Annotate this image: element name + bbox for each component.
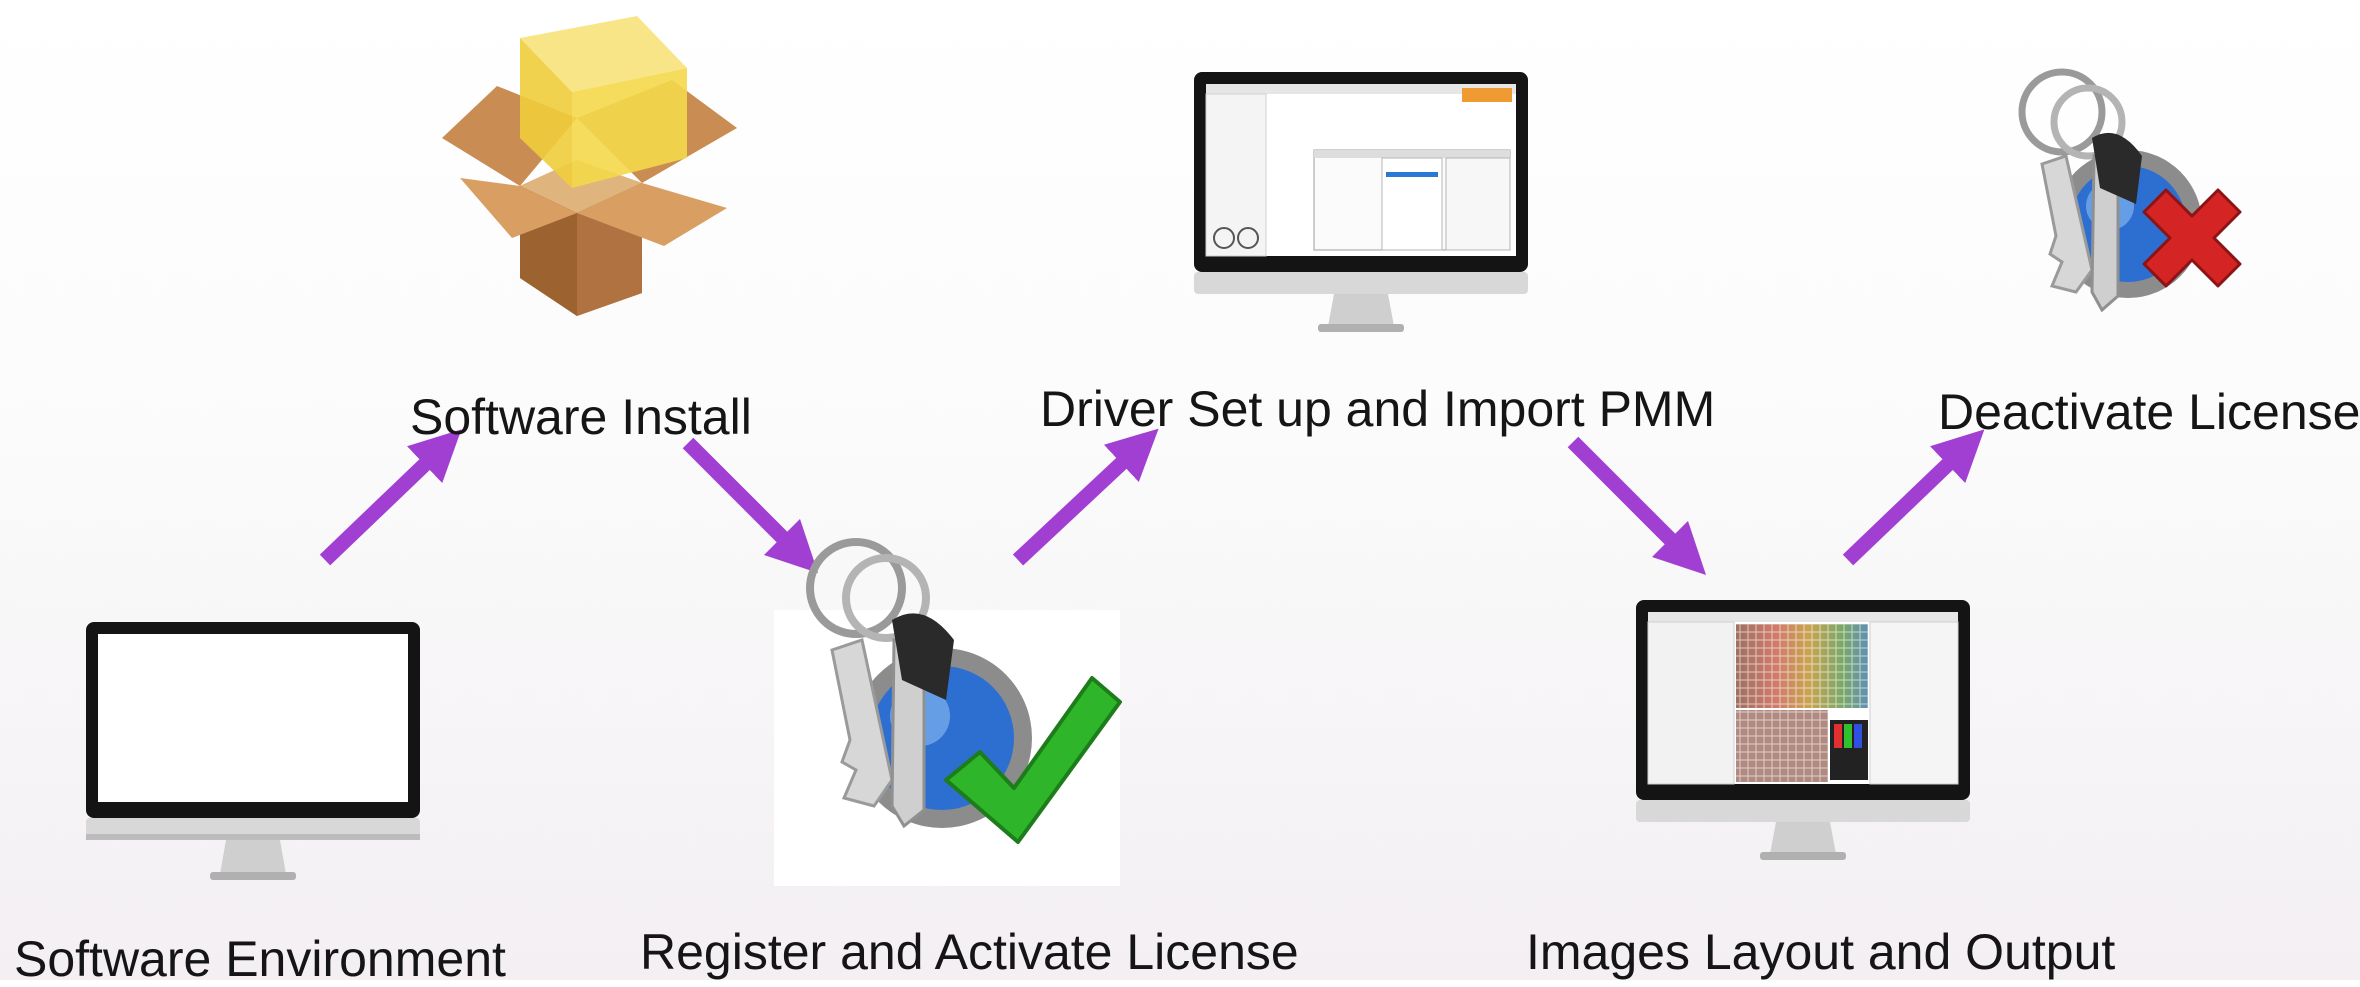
arrow-layout-to-deactivate [1842, 429, 1985, 566]
keys-check-icon [774, 538, 1122, 886]
monitor-icon [86, 622, 420, 880]
label-driver-setup: Driver Set up and Import PMM [1040, 381, 1716, 437]
keys-cross-icon [2018, 68, 2242, 313]
label-software-install: Software Install [410, 389, 752, 445]
monitor-color-chart-icon [1636, 600, 1970, 860]
label-register-activate-license: Register and Activate License [640, 924, 1299, 980]
arrow-activate-to-driver [1012, 428, 1159, 566]
monitor-software-icon [1194, 72, 1528, 332]
label-software-environment: Software Environment [14, 931, 506, 987]
arrow-driver-to-layout [1567, 436, 1707, 576]
label-images-layout-output: Images Layout and Output [1526, 924, 2116, 980]
package-box-icon [442, 16, 737, 316]
arrow-install-to-activate [682, 437, 819, 574]
label-deactivate-license: Deactivate License [1938, 384, 2360, 440]
arrow-environment-to-install [319, 429, 462, 566]
